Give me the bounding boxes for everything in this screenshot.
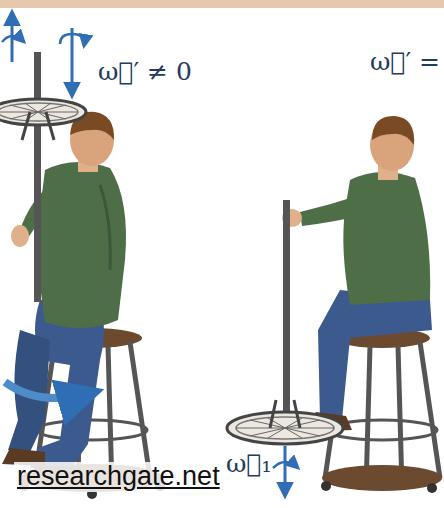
omega-label: ω⃗′ = xyxy=(370,48,440,76)
right-figure xyxy=(227,116,442,496)
omega-label: ω⃗′ ≠ 0 xyxy=(98,58,192,86)
watermark: researchgate.net xyxy=(14,462,223,492)
top-band xyxy=(0,0,444,8)
omega-label: ω⃗₁ xyxy=(226,450,271,478)
